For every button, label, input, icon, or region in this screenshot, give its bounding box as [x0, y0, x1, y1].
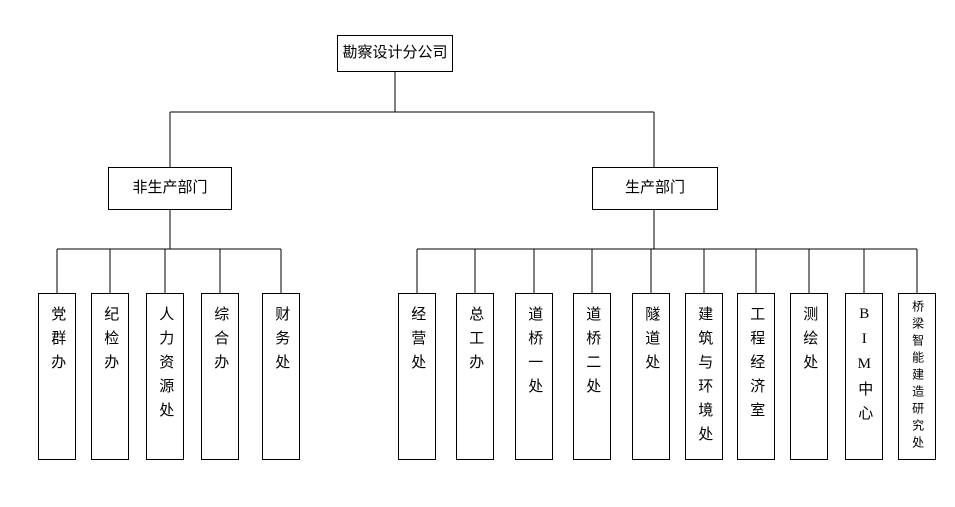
org-node-bim-center: BIM中心	[845, 293, 883, 460]
org-node-tunnel-division: 隧道处	[632, 293, 670, 460]
org-node-label: 经营处	[409, 306, 426, 378]
org-node-label: 建筑与环境处	[696, 306, 713, 450]
org-node-party-masses-office: 党群办	[38, 293, 76, 460]
org-node-label: 道桥一处	[526, 306, 543, 402]
org-node-root: 勘察设计分公司	[337, 35, 453, 72]
connector-group2-to-leaves	[416, 210, 918, 293]
org-node-label: 工程经济室	[748, 306, 765, 426]
org-node-human-resources-office: 人力资源处	[146, 293, 184, 460]
org-node-label: 综合办	[212, 306, 229, 378]
org-node-bridge-intelligent-construction-research: 桥梁智能建造研究处	[898, 293, 936, 460]
org-node-label: 生产部门	[624, 180, 685, 196]
org-node-label: 桥梁智能建造研究处	[910, 300, 925, 453]
org-node-production-dept: 生产部门	[592, 167, 718, 210]
org-node-label: 人力资源处	[157, 306, 174, 426]
org-node-engineering-economics-office: 工程经济室	[737, 293, 775, 460]
org-node-finance-office: 财务处	[262, 293, 300, 460]
org-node-label: 财务处	[273, 306, 290, 378]
org-node-label: 非生产部门	[132, 180, 208, 196]
org-node-road-bridge-division-2: 道桥二处	[573, 293, 611, 460]
org-node-root-label: 勘察设计分公司	[342, 45, 448, 61]
org-node-nonproduction-dept: 非生产部门	[108, 167, 232, 210]
org-node-label: 测绘处	[801, 306, 818, 378]
org-node-label: 党群办	[49, 306, 66, 378]
org-node-surveying-mapping-division: 测绘处	[790, 293, 828, 460]
org-node-operations-office: 经营处	[398, 293, 436, 460]
org-node-label: 道桥二处	[584, 306, 601, 402]
org-node-label: 纪检办	[102, 306, 119, 378]
org-node-label: 总工办	[467, 306, 484, 378]
org-node-discipline-inspection-office: 纪检办	[91, 293, 129, 460]
org-node-label: 隧道处	[643, 306, 660, 378]
org-node-general-office: 综合办	[201, 293, 239, 460]
org-node-road-bridge-division-1: 道桥一处	[515, 293, 553, 460]
connector-group1-to-leaves	[56, 210, 282, 293]
org-node-chief-engineer-office: 总工办	[456, 293, 494, 460]
connector-root-to-groups	[169, 72, 655, 167]
org-node-architecture-environment-division: 建筑与环境处	[685, 293, 723, 460]
org-node-label: BIM中心	[856, 306, 873, 429]
